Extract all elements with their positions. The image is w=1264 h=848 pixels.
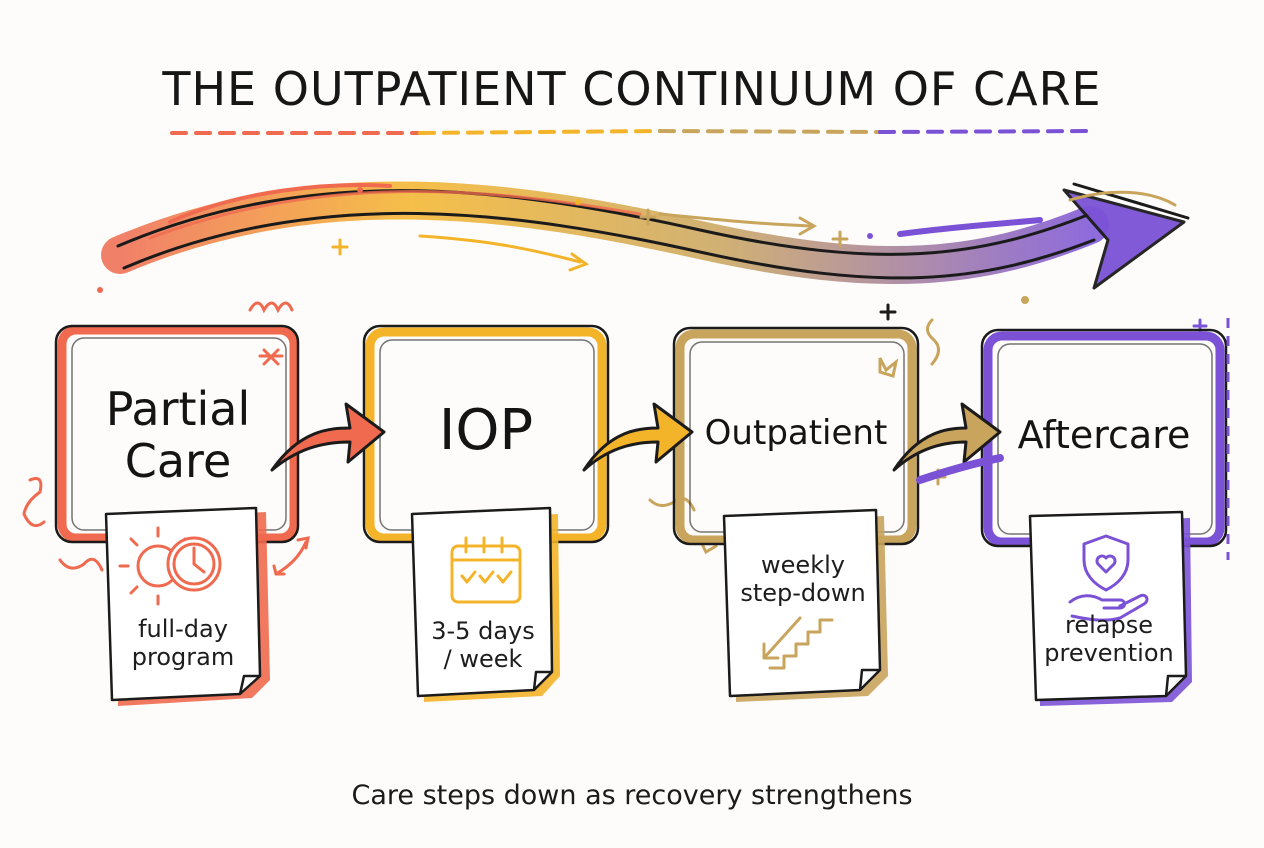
heart-shield-hand-icon	[1068, 534, 1149, 622]
note-line: relapse	[1065, 611, 1153, 639]
note-line: 3-5 days	[431, 617, 535, 645]
note-line: / week	[443, 644, 523, 673]
note-card-4	[1028, 510, 1192, 706]
calendar-check-icon	[450, 536, 522, 604]
stage-label-line: Outpatient	[704, 413, 888, 453]
sun-clock-icon	[118, 526, 222, 606]
stage-label-iop: IOP	[370, 398, 602, 463]
connector-arrow-2	[582, 402, 694, 472]
stage-label-line: Care	[124, 433, 232, 488]
stage-label-aftercare: Aftercare	[984, 414, 1224, 457]
stage-label-partial-care: Partial Care	[62, 382, 294, 488]
note-line: step-down	[740, 578, 866, 607]
progress-arrow	[101, 181, 1190, 290]
title-underline	[170, 129, 1096, 135]
diagram-caption: Care steps down as recovery strengthens	[351, 780, 913, 811]
note-card-1	[104, 506, 270, 706]
note-text-partial-care: full-day program	[112, 615, 254, 671]
note-text-aftercare: relapse prevention	[1036, 611, 1182, 667]
swap-arrows-icon	[272, 536, 310, 576]
stage-label-line: Partial	[105, 382, 251, 436]
stage-label-outpatient: Outpatient	[676, 414, 916, 452]
note-text-iop: 3-5 days / week	[416, 617, 550, 673]
note-line: weekly	[761, 551, 845, 579]
connector-arrow-1	[270, 402, 386, 472]
note-line: prevention	[1044, 638, 1174, 667]
note-line: program	[131, 642, 235, 671]
stage-label-line: IOP	[438, 398, 534, 463]
stage-label-line: Aftercare	[1017, 413, 1191, 457]
note-text-outpatient: weekly step-down	[730, 551, 876, 607]
connector-arrow-3	[892, 402, 1004, 484]
note-line: full-day	[138, 615, 228, 643]
stairs-down-icon	[762, 616, 834, 670]
diagram-title: THE OUTPATIENT CONTINUUM OF CARE	[162, 62, 1102, 116]
